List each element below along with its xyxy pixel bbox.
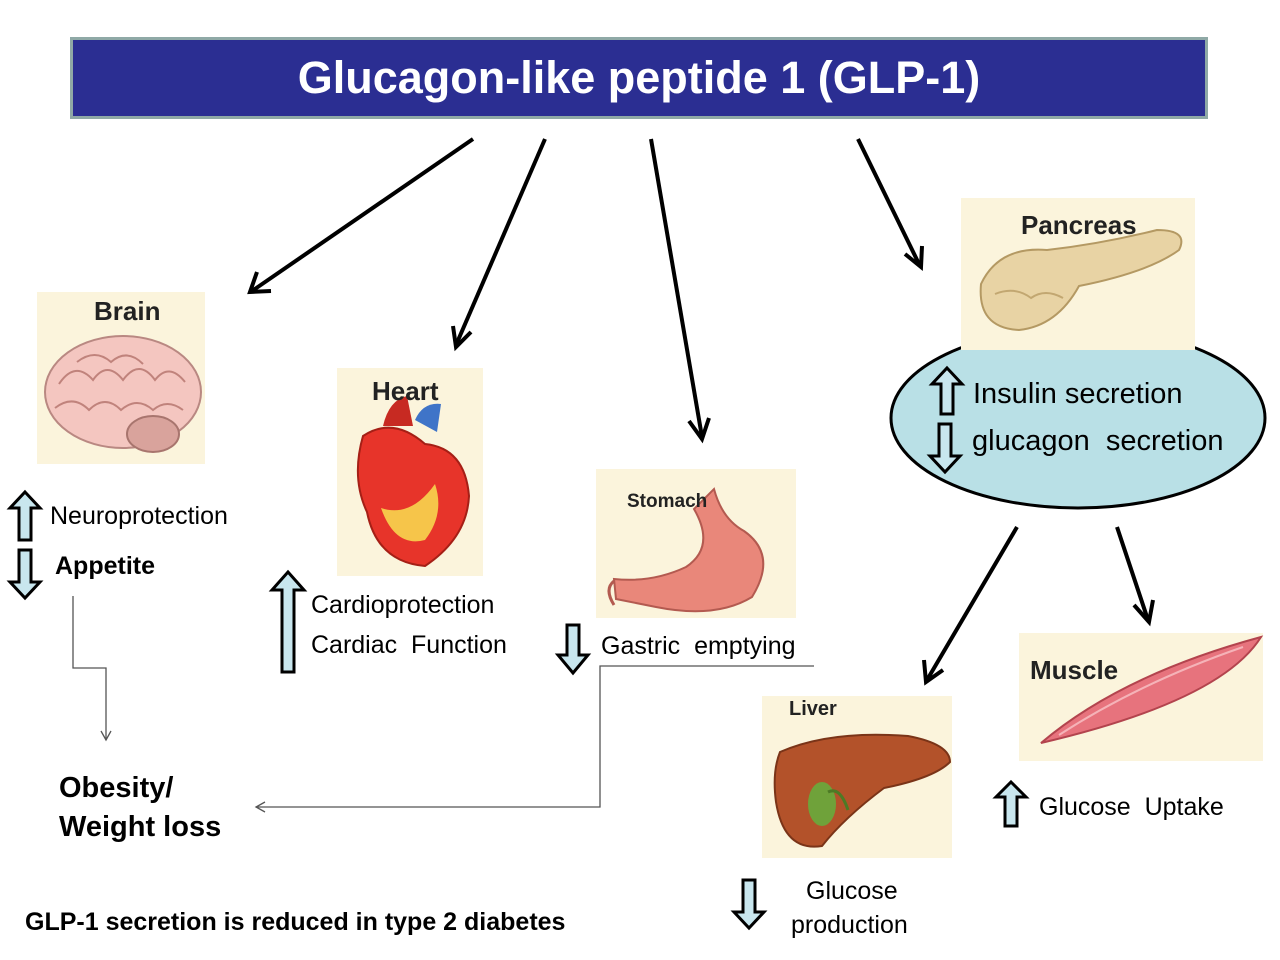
cardio-up-arrow-icon (268, 569, 308, 674)
appetite-down-arrow-icon (6, 548, 44, 601)
footnote: GLP-1 secretion is reduced in type 2 dia… (25, 908, 566, 936)
insulin-secretion-text: Insulin secretion (973, 378, 1183, 410)
gastric-emptying-text: Gastric emptying (601, 632, 796, 660)
brain-icon (44, 335, 202, 453)
arrow-to-brain (247, 137, 475, 295)
appetite-to-obesity-line (72, 596, 112, 742)
heart-label: Heart (372, 376, 439, 406)
obesity-outcome-line2: Weight loss (59, 811, 222, 843)
heart-illustration: Heart (337, 368, 483, 576)
glucagon-secretion-text: glucagon secretion (972, 425, 1224, 457)
arrow-to-liver (922, 525, 1019, 686)
heart-icon (356, 396, 471, 568)
liver-label: Liver (789, 698, 837, 720)
neuroprotection-up-arrow-icon (6, 489, 44, 542)
glucose-uptake-up-arrow-icon (992, 779, 1030, 828)
appetite-text: Appetite (55, 552, 155, 580)
cardioprotection-text: Cardioprotection (311, 591, 495, 619)
glucose-uptake-text: Glucose Uptake (1039, 793, 1224, 821)
glucose-production-line2: production (791, 911, 908, 939)
title-banner: Glucagon-like peptide 1 (GLP-1) (70, 37, 1208, 119)
glucose-production-line1: Glucose (806, 877, 898, 905)
arrow-to-heart (451, 138, 547, 352)
pancreas-icon (979, 228, 1183, 332)
arrow-to-stomach (649, 138, 711, 444)
gastric-to-obesity-line (254, 665, 814, 813)
brain-label: Brain (94, 296, 161, 326)
pancreas-effects-ellipse (889, 326, 1267, 510)
liver-illustration: Liver (762, 696, 952, 858)
liver-icon (773, 733, 952, 848)
arrow-to-muscle (1115, 526, 1155, 627)
gastric-down-arrow-icon (554, 623, 592, 676)
stomach-label: Stomach (627, 491, 708, 512)
glucose-production-down-arrow-icon (730, 878, 768, 931)
muscle-icon (1040, 635, 1264, 744)
pancreas-illustration: Pancreas (961, 198, 1195, 350)
muscle-label: Muscle (1030, 655, 1119, 685)
muscle-illustration: Muscle (1019, 633, 1264, 761)
stomach-icon (607, 487, 765, 613)
brain-illustration: Brain (37, 292, 205, 464)
obesity-outcome-line1: Obesity/ (59, 772, 174, 804)
cardiac-function-text: Cardiac Function (311, 631, 507, 659)
insulin-up-arrow-icon (928, 365, 966, 416)
arrow-to-pancreas (856, 138, 924, 272)
pancreas-label: Pancreas (1021, 210, 1137, 240)
glucagon-down-arrow-icon (926, 422, 964, 475)
neuroprotection-text: Neuroprotection (50, 502, 228, 530)
stomach-illustration: Stomach (596, 469, 796, 618)
page-title: Glucagon-like peptide 1 (GLP-1) (297, 52, 981, 103)
